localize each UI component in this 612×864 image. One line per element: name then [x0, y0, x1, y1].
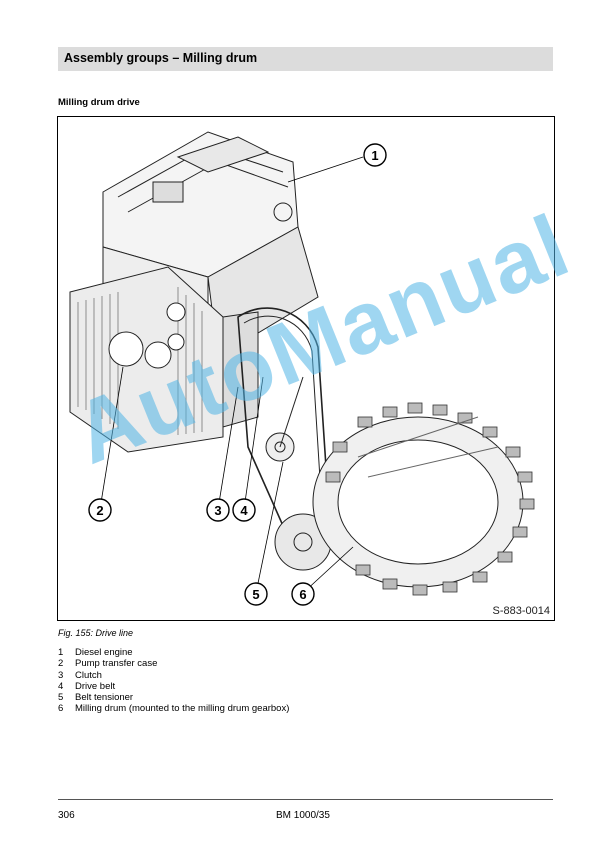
svg-text:2: 2	[96, 503, 103, 518]
figure-caption: Fig. 155: Drive line	[58, 628, 134, 638]
callout-3: 3	[206, 498, 230, 522]
drive-line-illustration: 1 2 3 4 5 6	[69, 131, 535, 606]
legend-text: Pump transfer case	[75, 658, 158, 670]
section-title: Assembly groups – Milling drum	[58, 47, 553, 71]
legend-text: Drive belt	[75, 680, 116, 692]
callout-4: 4	[232, 498, 256, 522]
page-number: 306	[58, 810, 75, 821]
legend-number: 3	[58, 669, 64, 681]
legend-number: 2	[58, 658, 64, 670]
svg-text:1: 1	[371, 148, 378, 163]
legend-text: Belt tensioner	[75, 692, 134, 704]
legend-text: Clutch	[75, 669, 102, 681]
legend-item: 6 Milling drum (mounted to the milling dr…	[58, 703, 289, 714]
figure-drive-line: 1 2 3 4 5 6 S-883-0014	[57, 116, 555, 621]
callout-1: 1	[363, 143, 387, 167]
callout-5: 5	[244, 582, 268, 606]
legend-number: 1	[58, 647, 64, 658]
document-id: BM 1000/35	[276, 810, 330, 821]
legend-item: 2 Pump transfer case	[58, 658, 289, 669]
legend-item: 3 Clutch	[58, 670, 289, 681]
footer-divider	[58, 799, 553, 800]
legend-number: 4	[58, 680, 64, 692]
callout-6: 6	[291, 582, 315, 606]
legend-text: Diesel engine	[75, 647, 133, 658]
figure-code: S-883-0014	[492, 605, 551, 617]
legend-item: 5 Belt tensioner	[58, 692, 289, 703]
legend-number: 5	[58, 692, 64, 704]
callout-2: 2	[88, 498, 112, 522]
legend-item: 4 Drive belt	[58, 681, 289, 692]
legend-text: Milling drum (mounted to the milling dru…	[75, 703, 290, 715]
legend-number: 6	[58, 703, 64, 715]
svg-text:4: 4	[240, 503, 248, 518]
legend-item: 1 Diesel engine	[58, 647, 289, 658]
svg-text:3: 3	[214, 503, 221, 518]
subheading: Milling drum drive	[58, 97, 140, 108]
svg-text:5: 5	[252, 587, 259, 602]
legend-list: 1 Diesel engine 2 Pump transfer case 3 Clut…	[58, 647, 289, 715]
svg-text:6: 6	[299, 587, 306, 602]
